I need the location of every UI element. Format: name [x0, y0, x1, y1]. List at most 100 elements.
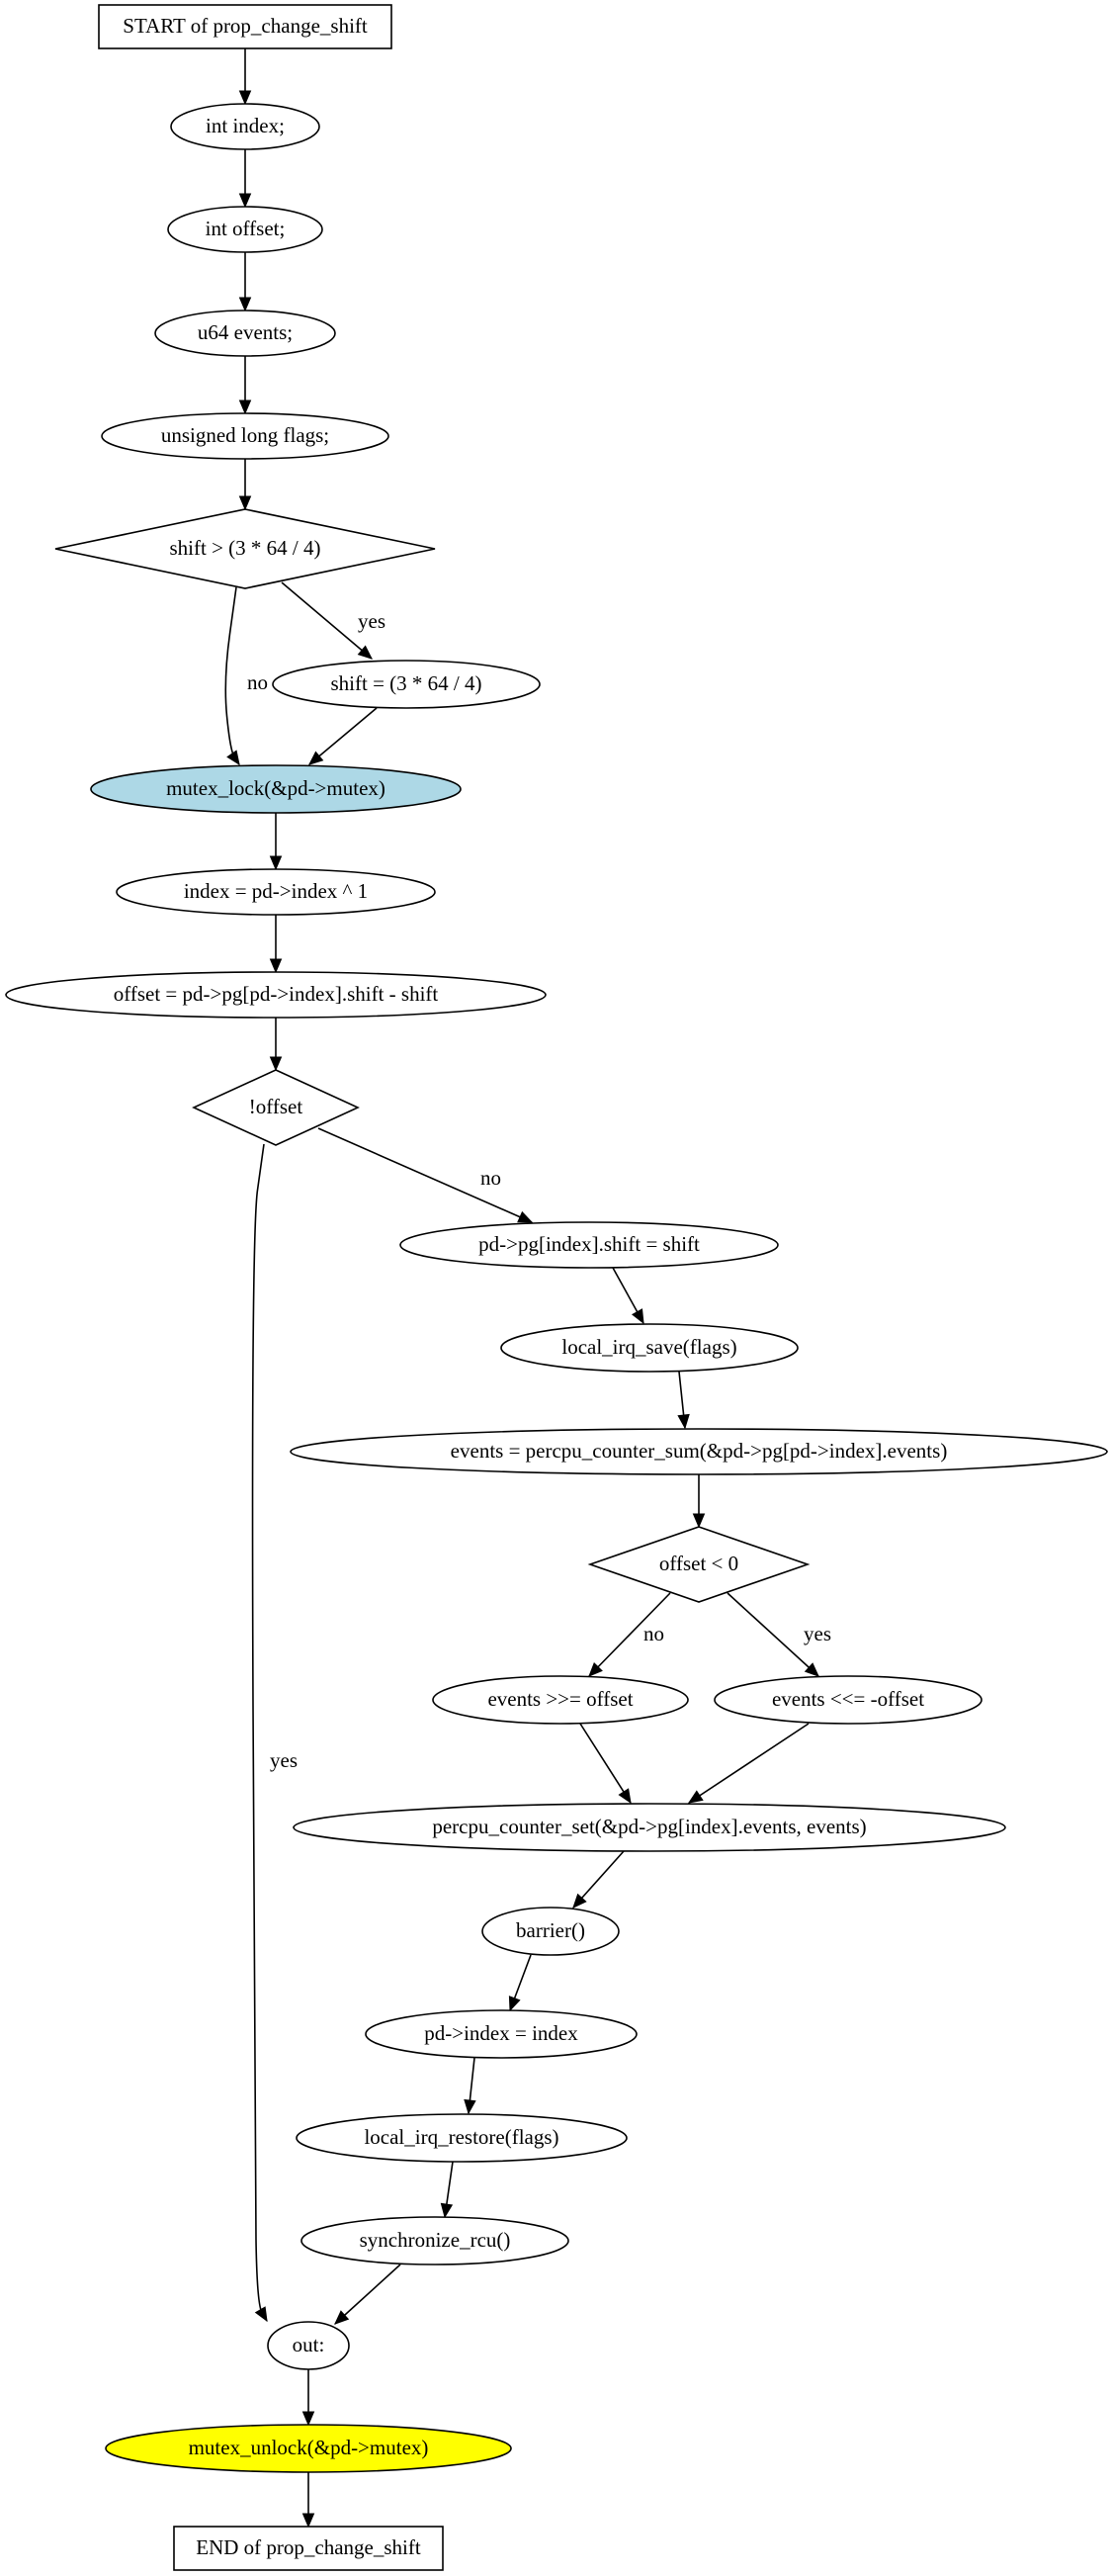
node-n-barrier: barrier() — [481, 1907, 620, 1956]
ellipse-shape — [5, 971, 547, 1019]
edge-label-no: no — [247, 670, 268, 694]
diamond-shape — [587, 1526, 811, 1603]
node-label: offset < 0 — [659, 1552, 738, 1575]
ellipse-shape — [167, 206, 323, 253]
edge-arrowhead — [226, 750, 240, 766]
edge-line — [579, 1723, 632, 1804]
node-n-events: u64 events; — [154, 310, 336, 357]
edge-arrowhead — [238, 400, 252, 415]
edge-d_offset-to-n_pg_shift: no — [317, 1127, 534, 1223]
node-label: offset = pd->pg[pd->index].shift - shift — [114, 982, 439, 1006]
edge-arrowhead — [618, 1788, 632, 1805]
node-n-counter-set: percpu_counter_set(&pd->pg[index].events… — [293, 1803, 1006, 1852]
edge-n_lock-to-n_index_assign — [269, 813, 283, 871]
node-label: END of prop_change_shift — [196, 2535, 421, 2559]
node-n-out: out: — [267, 2321, 350, 2370]
node-label: index = pd->index ^ 1 — [184, 879, 368, 903]
edge-arrowhead — [238, 495, 252, 511]
node-n-pd-index: pd->index = index — [365, 2009, 638, 2059]
node-n-offset-assign: offset = pd->pg[pd->index].shift - shift — [5, 971, 547, 1019]
node-label: shift = (3 * 64 / 4) — [331, 671, 482, 695]
node-n-events-sum: events = percpu_counter_sum(&pd->pg[pd->… — [290, 1428, 1108, 1475]
edge-arrowhead — [238, 297, 252, 312]
edge-arrowhead — [269, 1056, 283, 1072]
ellipse-shape — [365, 2009, 638, 2059]
edge-arrowhead — [357, 645, 373, 660]
edge-arrowhead — [804, 1662, 819, 1677]
edge-n_pg_shift-to-n_irq_save — [612, 1267, 644, 1325]
node-d-shift: shift > (3 * 64 / 4) — [54, 508, 436, 589]
node-label: START of prop_change_shift — [123, 14, 368, 38]
edge-d_shift-to-n_shift_assign: yes — [281, 581, 385, 660]
edge-arrowhead — [269, 855, 283, 871]
edge-d_shift-to-n_lock: no — [224, 586, 268, 766]
edge-n_counter_set-to-n_barrier — [572, 1850, 625, 1909]
node-n-flags: unsigned long flags; — [101, 412, 389, 460]
edge-line — [224, 586, 240, 765]
node-n-index-assign: index = pd->index ^ 1 — [116, 868, 436, 916]
edge-line — [588, 1592, 671, 1677]
node-end: END of prop_change_shift — [173, 2526, 444, 2571]
node-label: int offset; — [206, 217, 286, 240]
node-n-events-shl: events <<= -offset — [714, 1675, 983, 1725]
node-label: mutex_lock(&pd->mutex) — [166, 776, 385, 800]
node-label: percpu_counter_set(&pd->pg[index].events… — [432, 1815, 866, 1838]
node-n-irq-restore: local_irq_restore(flags) — [296, 2113, 628, 2163]
edge-label-yes: yes — [358, 609, 385, 633]
ellipse-shape — [293, 1803, 1006, 1852]
edge-d_offset-to-n_out: yes — [251, 1143, 298, 2323]
node-start: START of prop_change_shift — [98, 4, 392, 49]
edge-arrowhead — [238, 90, 252, 106]
edge-n_barrier-to-n_pd_index — [508, 1954, 532, 2012]
node-label: unsigned long flags; — [161, 423, 329, 447]
edge-arrowhead — [238, 193, 252, 209]
edge-arrowhead — [692, 1513, 706, 1529]
edge-arrowhead — [334, 2310, 350, 2325]
edge-n_shift_assign-to-n_lock — [308, 707, 378, 765]
edge-start-to-n_index — [238, 48, 252, 106]
edge-d_offset_neg-to-n_events_shr: no — [588, 1592, 671, 1677]
node-n-irq-save: local_irq_save(flags) — [500, 1323, 799, 1373]
edge-arrowhead — [440, 2202, 454, 2219]
edge-arrowhead — [464, 2098, 476, 2115]
edge-arrowhead — [687, 1790, 704, 1804]
ellipse-shape — [290, 1428, 1108, 1475]
edge-n_index-to-n_offset — [238, 149, 252, 209]
node-n-index: int index; — [170, 103, 320, 150]
edge-arrowhead — [308, 751, 324, 765]
edge-arrowhead — [269, 958, 283, 974]
edge-n_offset_assign-to-d_offset — [269, 1018, 283, 1072]
edge-n_pd_index-to-n_irq_restore — [464, 2057, 476, 2115]
node-n-events-shr: events >>= offset — [432, 1675, 689, 1725]
node-label: events <<= -offset — [772, 1687, 924, 1711]
edge-arrowhead — [301, 2513, 315, 2529]
ellipse-shape — [272, 660, 541, 709]
edge-arrowhead — [508, 1996, 521, 2012]
ellipse-shape — [154, 310, 336, 357]
edge-n_events_sum-to-d_offset_neg — [692, 1474, 706, 1529]
node-label: local_irq_save(flags) — [561, 1335, 736, 1359]
edge-line — [317, 1127, 533, 1223]
edge-n_sync-to-n_out — [334, 2264, 401, 2325]
node-label: events = percpu_counter_sum(&pd->pg[pd->… — [451, 1439, 948, 1463]
edge-n_irq_restore-to-n_sync — [440, 2161, 454, 2219]
edge-line — [688, 1723, 810, 1804]
edge-label-no: no — [643, 1622, 664, 1645]
node-label: out: — [293, 2333, 325, 2356]
edge-n_out-to-n_unlock — [301, 2369, 315, 2427]
edge-line — [251, 1143, 268, 2322]
edge-arrowhead — [572, 1893, 587, 1909]
edge-line — [727, 1592, 819, 1677]
edge-label-yes: yes — [804, 1622, 831, 1645]
ellipse-shape — [432, 1675, 689, 1725]
edge-n_offset-to-n_events — [238, 252, 252, 312]
edge-n_events_shr-to-n_counter_set — [579, 1723, 632, 1805]
node-label: u64 events; — [198, 320, 293, 344]
edge-n_unlock-to-end — [301, 2472, 315, 2529]
node-label: mutex_unlock(&pd->mutex) — [189, 2436, 429, 2459]
node-n-sync: synchronize_rcu() — [300, 2216, 569, 2265]
ellipse-shape — [296, 2113, 628, 2163]
